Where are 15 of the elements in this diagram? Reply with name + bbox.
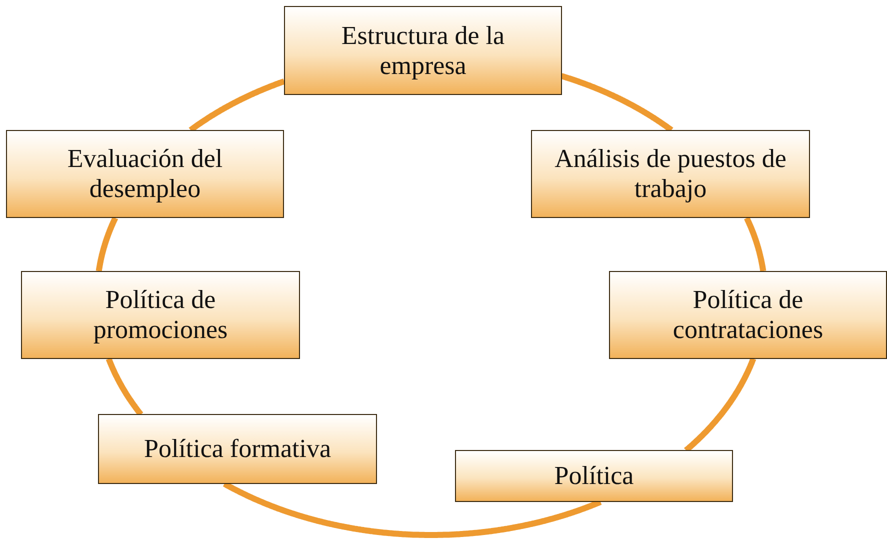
box-label: Evaluación del desempleo (66, 144, 224, 204)
box-label: Estructura de la empresa (340, 20, 506, 80)
process-box (98, 414, 377, 484)
box-label: Política de promociones (92, 285, 229, 345)
process-box (609, 271, 887, 359)
connector-arc (188, 78, 286, 133)
box-label: Política formativa (142, 434, 332, 464)
box-label: Política (553, 461, 635, 491)
process-box (6, 130, 284, 218)
process-box (455, 450, 733, 502)
process-box (284, 6, 562, 95)
process-box (21, 271, 300, 359)
box-label: Análisis de puestos de trabajo (554, 144, 788, 204)
box-label: Política de contrataciones (672, 285, 824, 345)
process-box (531, 130, 810, 218)
